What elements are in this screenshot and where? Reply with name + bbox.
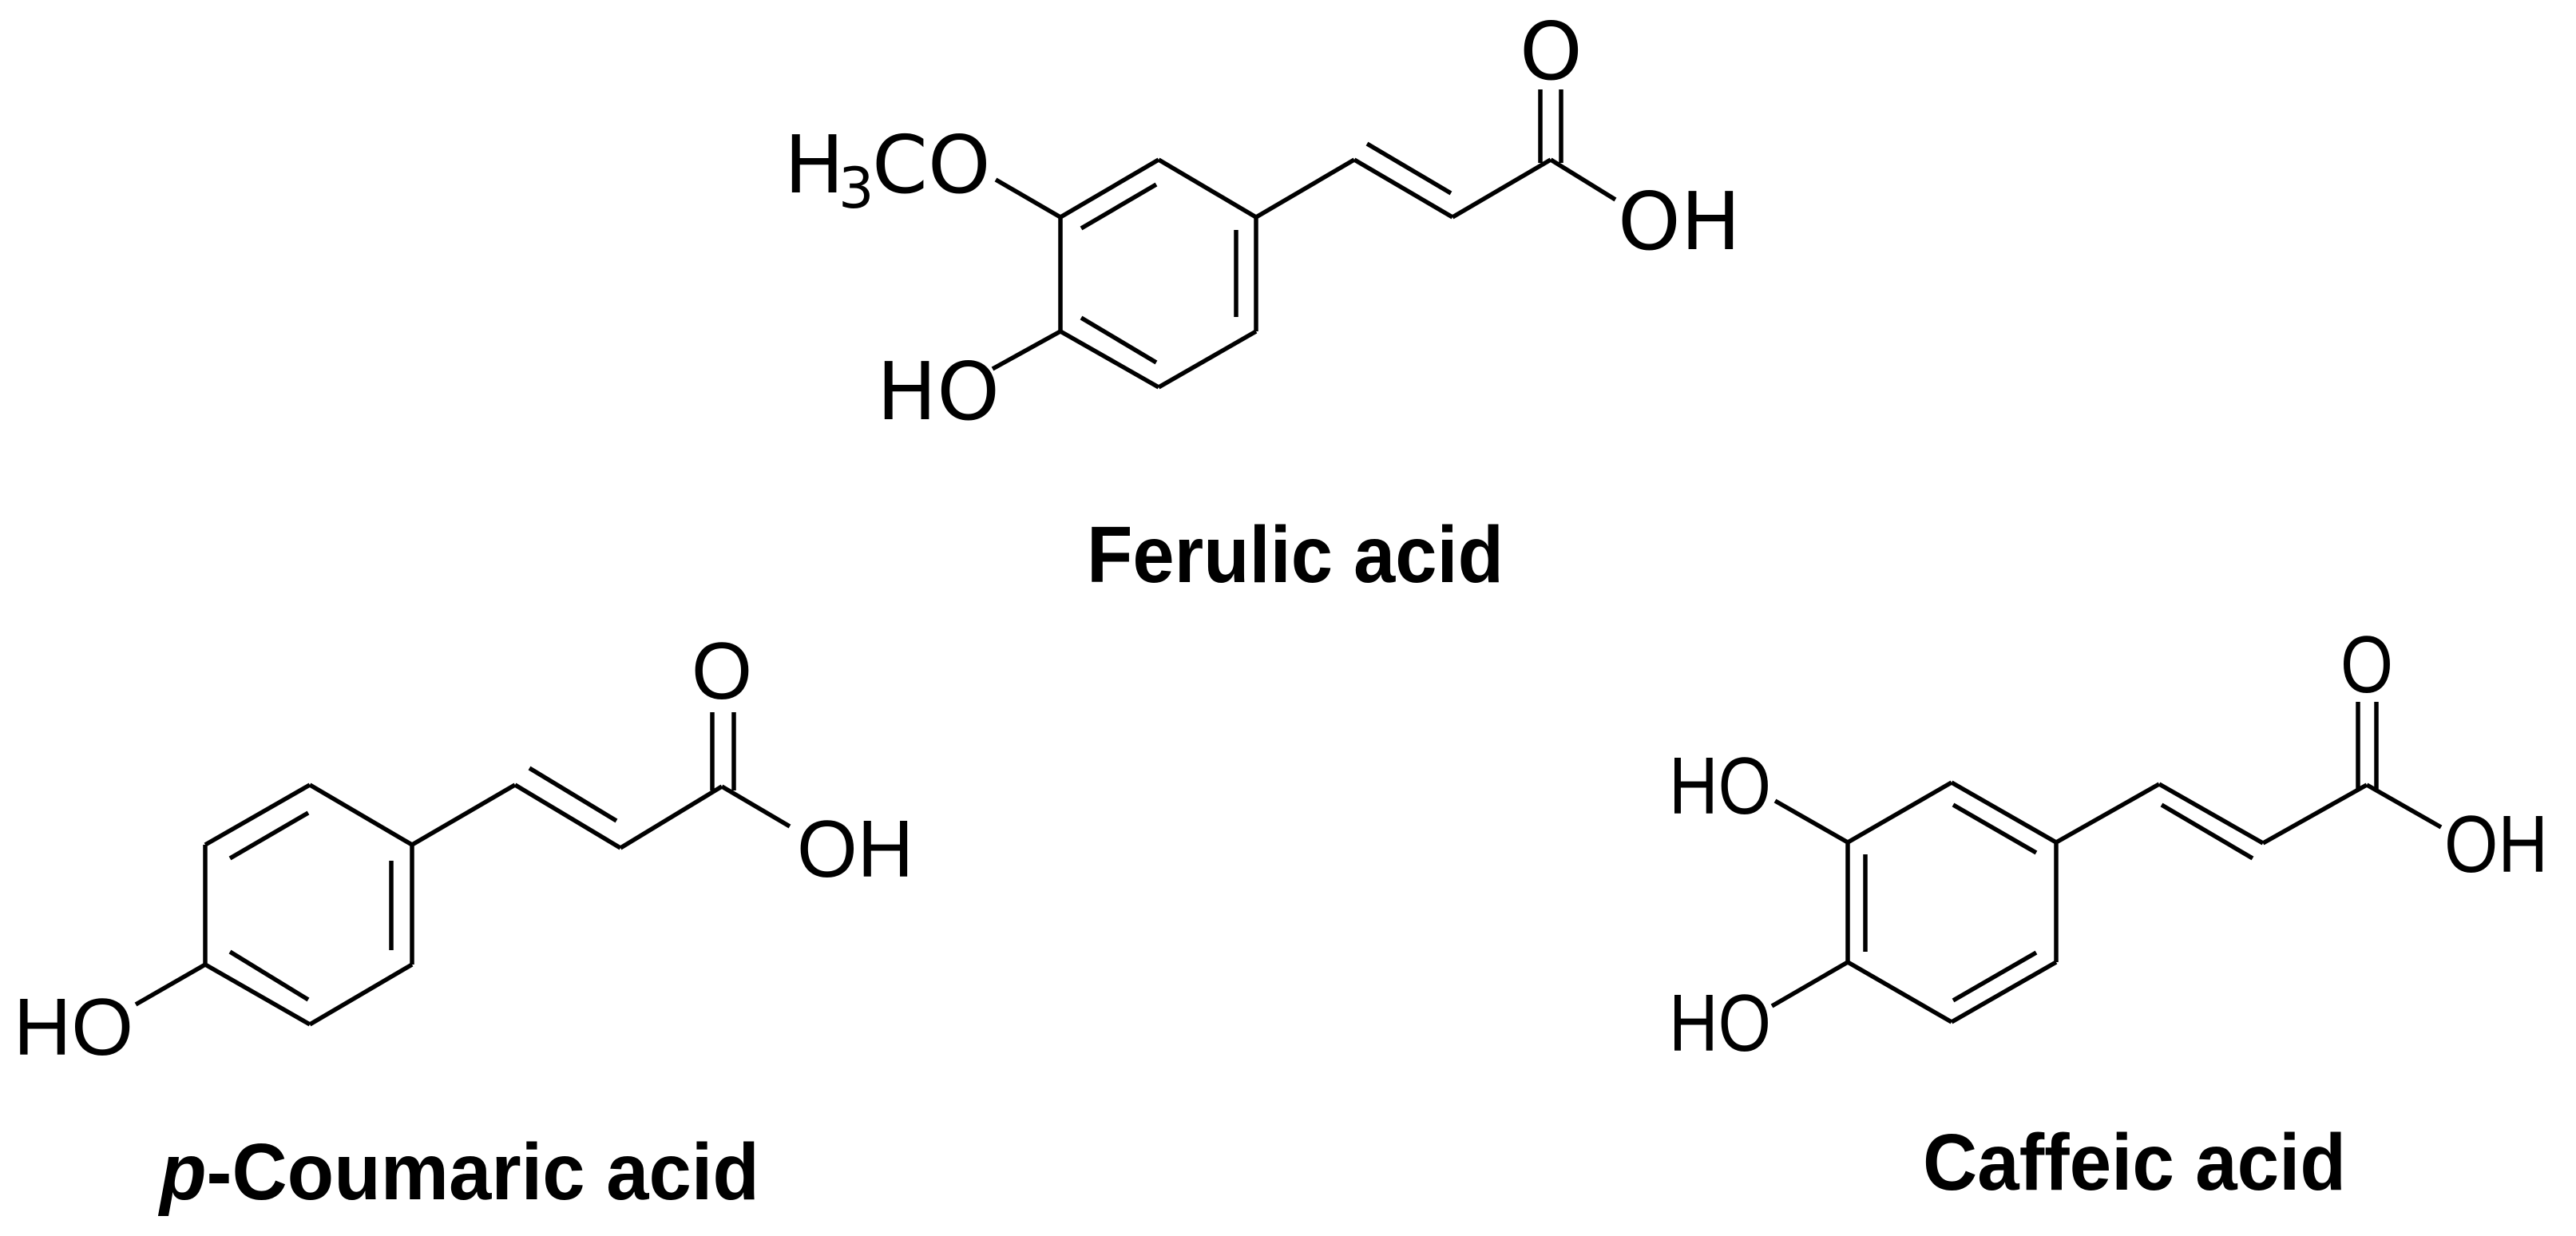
coumaric-name-prefix: p <box>157 1127 206 1217</box>
coumaric-acid-structure: HO O OH <box>14 627 913 1072</box>
ferulic-propenoic-chain <box>1254 89 1617 220</box>
caffeic-acid-oh-label: OH <box>2444 800 2548 889</box>
coumaric-benzene-ring <box>203 782 414 1027</box>
caffeic-hydroxyl-bottom-label: HO <box>1669 979 1771 1068</box>
ferulic-methoxy-bond <box>994 177 1062 220</box>
caffeic-hydroxyl-bottom-bond <box>1770 960 1849 1008</box>
ferulic-acid-structure: H 3 CO HO O OH <box>784 5 1741 438</box>
caffeic-acid-structure: HO HO O OH <box>1669 620 2548 1068</box>
ferulic-benzene-ring <box>1058 157 1258 390</box>
coumaric-acid-name: p-Coumaric acid <box>157 1127 759 1217</box>
caffeic-propenoic-chain <box>2055 702 2443 861</box>
coumaric-acid-oh-label: OH <box>797 805 913 894</box>
coumaric-propenoic-chain <box>410 712 791 850</box>
caffeic-benzene-ring <box>1845 780 2059 1024</box>
ferulic-hydroxyl-bond <box>991 329 1062 371</box>
ferulic-carbonyl-o-label: O <box>1520 5 1583 98</box>
coumaric-hydroxyl-label: HO <box>14 983 133 1072</box>
coumaric-name-rest: -Coumaric acid <box>207 1127 759 1217</box>
ferulic-methoxy-h-label: H <box>784 118 844 212</box>
ferulic-hydroxyl-label: HO <box>877 345 1000 438</box>
caffeic-hydroxyl-top-label: HO <box>1669 742 1771 831</box>
caffeic-acid-name: Caffeic acid <box>1923 1118 2346 1207</box>
caffeic-carbonyl-o-label: O <box>2340 620 2393 710</box>
coumaric-hydroxyl-bond <box>134 962 207 1007</box>
ferulic-methoxy-co-label: CO <box>872 118 991 212</box>
ferulic-acid-name: Ferulic acid <box>1087 510 1504 600</box>
ferulic-acid-oh-label: OH <box>1618 175 1741 268</box>
coumaric-carbonyl-o-label: O <box>692 627 752 716</box>
caffeic-hydroxyl-top-bond <box>1773 798 1849 845</box>
ferulic-methoxy-subscript: 3 <box>838 156 874 221</box>
